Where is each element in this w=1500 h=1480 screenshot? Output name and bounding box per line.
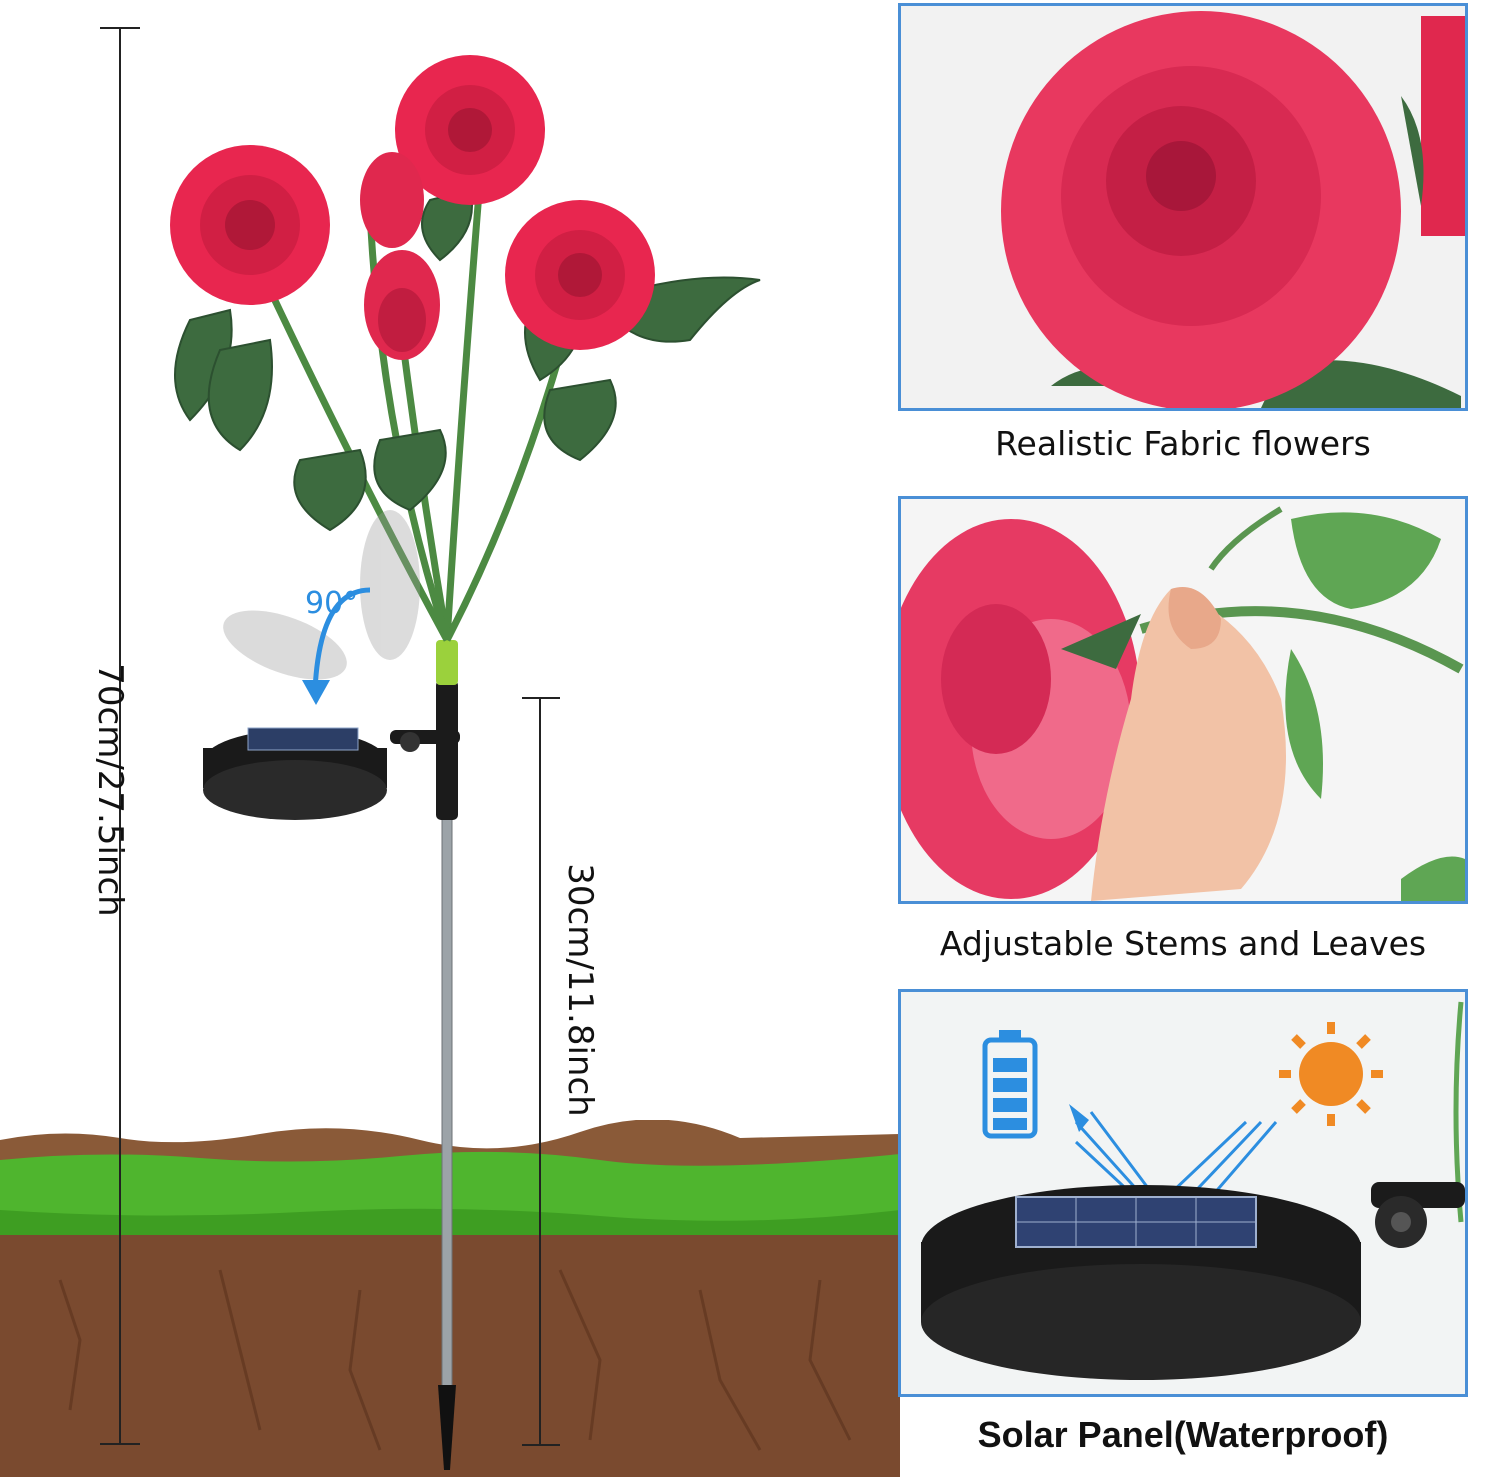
solar-panel-closeup <box>921 1001 1465 1380</box>
rose-blooms <box>170 55 655 360</box>
total-height-label: 70cm/27.5inch <box>90 663 130 917</box>
fabric-rose-closeup <box>1001 11 1465 408</box>
rotation-label: 90° <box>305 586 359 621</box>
feature-caption-solar-panel: Solar Panel(Waterproof) <box>977 1414 1389 1455</box>
feature-panel-solar-panel <box>898 989 1468 1397</box>
feature-panel-adjustable-stems <box>898 496 1468 904</box>
height-dimension-line <box>100 27 140 1445</box>
sun-icon <box>1279 1022 1383 1126</box>
stake-dimension-line <box>522 697 560 1446</box>
rose-solar-light-illustration <box>170 55 761 1470</box>
feature-panel-fabric-flowers <box>898 3 1468 411</box>
feature-caption-adjustable-stems: Adjustable Stems and Leaves <box>939 924 1427 963</box>
battery-icon <box>982 1030 1038 1139</box>
feature-caption-fabric-flowers: Realistic Fabric flowers <box>995 424 1371 463</box>
adjustable-stem-closeup <box>901 506 1465 901</box>
